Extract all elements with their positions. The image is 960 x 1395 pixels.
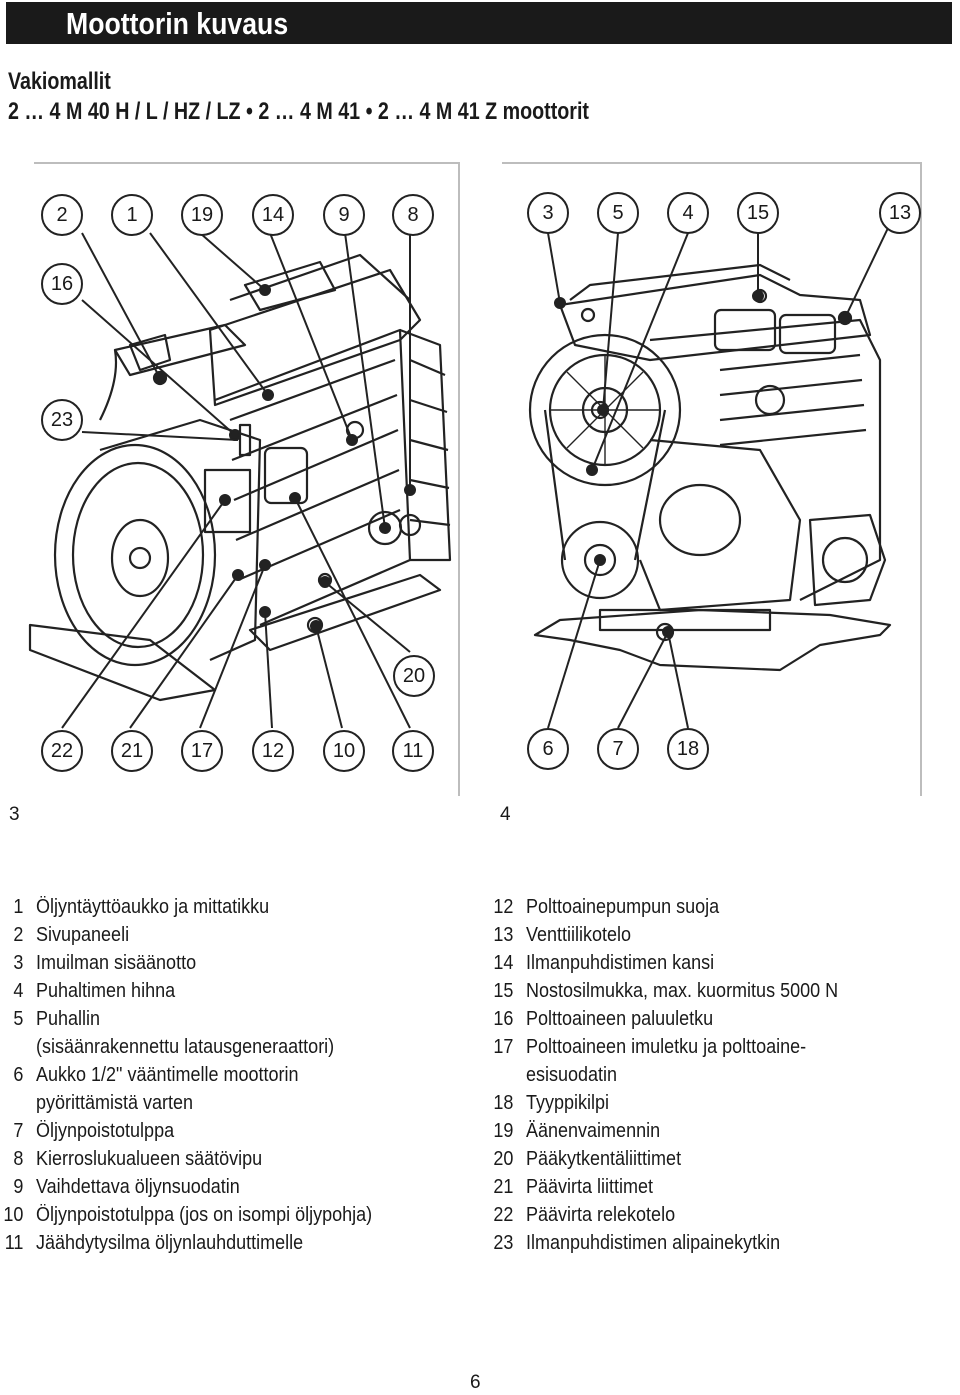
legend-item: esisuodatin xyxy=(526,1064,618,1086)
callout-14: 14 xyxy=(252,194,294,236)
callout-15: 15 xyxy=(737,192,779,234)
leader-lines-left xyxy=(61,232,416,729)
callout-5: 5 xyxy=(597,192,639,234)
callout-8: 8 xyxy=(392,194,434,236)
callout-1: 1 xyxy=(111,194,153,236)
callout-9: 9 xyxy=(323,194,365,236)
callout-4: 4 xyxy=(667,192,709,234)
callout-13: 13 xyxy=(879,192,921,234)
engine-illustrations xyxy=(28,227,892,729)
figure-number-left: 3 xyxy=(9,804,20,825)
callout-3: 3 xyxy=(527,192,569,234)
legend-item: pyörittämistä varten xyxy=(36,1092,194,1114)
callout-7: 7 xyxy=(597,728,639,770)
page-number: 6 xyxy=(470,1372,481,1393)
subtitle-models: Vakiomallit xyxy=(8,68,111,95)
callout-6: 6 xyxy=(527,728,569,770)
subtitle-engine-types: 2 … 4 M 40 H / L / HZ / LZ • 2 … 4 M 41 … xyxy=(8,98,589,125)
callout-11: 11 xyxy=(392,730,434,772)
callout-2: 2 xyxy=(41,194,83,236)
callout-20: 20 xyxy=(393,655,435,697)
callout-12: 12 xyxy=(252,730,294,772)
header-bar: Moottorin kuvaus xyxy=(6,2,952,44)
callout-17: 17 xyxy=(181,730,223,772)
engine-left-drawing xyxy=(28,253,452,702)
callout-18: 18 xyxy=(667,728,709,770)
figure-4-frame xyxy=(502,162,922,796)
callout-10: 10 xyxy=(323,730,365,772)
figure-number-right: 4 xyxy=(500,804,511,825)
figure-3-frame xyxy=(34,162,460,796)
leader-lines-right xyxy=(547,227,889,729)
callout-16: 16 xyxy=(41,263,83,305)
legend-item: (sisäänrakennettu latausgeneraattori) xyxy=(36,1036,335,1058)
callout-19: 19 xyxy=(181,194,223,236)
callout-23: 23 xyxy=(41,399,83,441)
page-title: Moottorin kuvaus xyxy=(66,6,289,41)
callout-22: 22 xyxy=(41,730,83,772)
callout-21: 21 xyxy=(111,730,153,772)
